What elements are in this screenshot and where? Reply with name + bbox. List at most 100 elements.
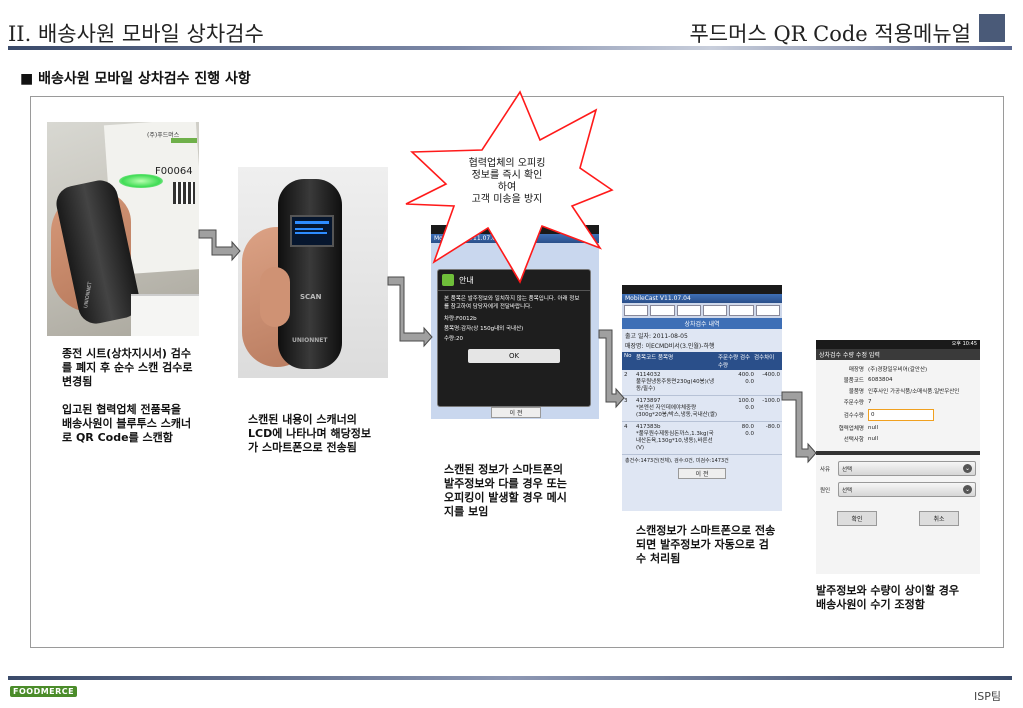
field-label: 협력업체명: [838, 426, 864, 432]
column-header: 주문수량 검수수량: [718, 355, 751, 369]
back-button[interactable]: 이 전: [491, 407, 541, 418]
arrow-step4-to-5: [781, 391, 817, 464]
label-sheet-code: F00064: [155, 166, 193, 177]
dialog-ok-button[interactable]: OK: [468, 349, 560, 363]
field-value: 인후사인 가공식품/소매식품.일반우산인: [868, 389, 960, 395]
label-sheet-stripe: [171, 138, 197, 143]
dialog-vehicle: 차량:F0012b: [444, 316, 477, 322]
toolbar-button[interactable]: [624, 305, 649, 316]
select-value: 선택: [842, 466, 853, 473]
form-select-row: 사유 선택 ⌄: [820, 461, 976, 476]
smartphone-inspection-list: MobileCast V11.07.04 상차검수 내역 출고 일자: 2011…: [622, 285, 782, 511]
label-sheet-company: (주)푸드머스: [147, 132, 180, 139]
callout-line: 하여: [497, 182, 517, 193]
scan-light-glow: [119, 174, 163, 188]
section-header: 상차검수 내역: [622, 318, 782, 329]
confirm-button[interactable]: 확인: [837, 511, 877, 526]
store-name: 매장명: 이ECMD비서(3.인월)-하행: [625, 343, 715, 350]
manual-title: 푸드머스 QR Code 적용메뉴얼: [689, 22, 971, 46]
team-label: ISP팀: [974, 690, 1001, 703]
reason-select[interactable]: 선택 ⌄: [838, 461, 976, 476]
row-code: 4173897: [636, 398, 661, 404]
step5-caption: 발주정보와 수량이 상이할 경우 배송사원이 수기 조정함: [816, 584, 960, 611]
back-button[interactable]: 이 전: [678, 468, 726, 479]
header-divider: [8, 46, 1012, 50]
header-accent-block: [979, 14, 1005, 42]
dialog-qty: 수량:20: [444, 336, 463, 342]
table-row[interactable]: 3 4173897*본엔선 자인데에야체중량 (300g*20봉/박스,냉동,국내…: [622, 396, 782, 422]
field-value: null: [868, 425, 879, 431]
cancel-button[interactable]: 취소: [919, 511, 959, 526]
step1-caption-a: 종전 시트(상차지시서) 검수를 폐지 후 순수 스캔 검수로 변경됨: [62, 347, 193, 388]
table-header: No 품목코드 품목명 주문수량 검수수량 검수차이: [622, 352, 782, 370]
dialog-product: 품목명:감자(상 150g내외 국내산): [444, 326, 524, 332]
row-check-qty: 0.0: [745, 405, 754, 411]
scanner-scanning-photo: (주)푸드머스 F00064 UNIONNET: [47, 122, 199, 336]
arrow-step1-to-2: [198, 229, 241, 262]
page-section-title: II. 배송사원 모바일 상차검수: [8, 22, 264, 46]
status-bar: [622, 285, 782, 294]
reason-select[interactable]: 선택⌄: [838, 482, 976, 497]
toolbar-button[interactable]: [755, 305, 780, 316]
step1-caption-b: 입고된 협력업체 전품목을 배송사원이 블루투스 스캐너로 QR Code를 스…: [62, 403, 192, 444]
row-no: 4: [624, 424, 628, 430]
form-field-row: 물품명 인후사인 가공식품/소매식품.일반우산인: [820, 387, 976, 395]
row-diff: -400.0: [762, 372, 780, 378]
select-label: 원인: [820, 487, 831, 494]
step2-caption: 스캔된 내용이 스캐너의 LCD에 나타나며 해당정보가 스마트폰으로 전송됨: [248, 413, 371, 454]
warning-dialog: 안내 본 품목은 발주정보와 일치하지 않는 품목입니다. 아래 정보를 참고하…: [437, 269, 591, 407]
field-value: null: [868, 436, 879, 442]
toolbar-button[interactable]: [702, 305, 728, 316]
row-diff: -100.0: [762, 398, 780, 404]
status-bar: 오후 10:45: [816, 340, 980, 349]
row-order-qty: 80.0: [741, 424, 754, 430]
summary-footer: 총건수:1473건(전체), 검수:0건, 미검수:1473건: [625, 458, 729, 464]
footer-divider: [8, 676, 1012, 680]
toolbar-button[interactable]: [676, 305, 701, 316]
thumb-shape: [260, 267, 290, 327]
row-code: 417383b: [636, 424, 661, 430]
step3-caption: 스캔된 정보가 스마트폰의 발주정보와 다를 경우 또는 오피킹이 발생할 경우…: [444, 463, 567, 518]
info-icon: [442, 274, 454, 286]
form-select-row: 원인 선택⌄: [820, 482, 976, 497]
field-value: 7: [868, 399, 872, 405]
chevron-down-icon: ⌄: [963, 464, 972, 473]
table-row[interactable]: 4 417383b*풀무원수제동심돈까스,1.3kg(국내산돈육,130g*10,…: [622, 422, 782, 455]
keyboard-edge: [131, 294, 199, 336]
qty-input[interactable]: 0: [868, 409, 934, 421]
row-name: *본엔선 자인데에야체중량 (300g*20봉/박스,냉동,국내산(쌀): [636, 405, 718, 418]
field-label: 매장명: [848, 367, 864, 373]
scanner-device: [278, 179, 342, 369]
scanner-lcd-screen: [290, 215, 334, 247]
toolbar-button[interactable]: [650, 305, 675, 316]
dialog-message: 본 품목은 발주정보와 일치하지 않는 품목입니다. 아래 정보를 참고하여 담…: [444, 296, 580, 310]
field-label: 물품코드: [843, 378, 864, 384]
arrow-step3-to-4: [598, 329, 625, 409]
select-value: 선택: [842, 487, 853, 494]
foodmerce-logo: FOODMERCE: [10, 686, 78, 697]
status-time: 오후 10:45: [951, 341, 977, 347]
row-diff: -80.0: [765, 424, 780, 430]
column-header: No: [624, 353, 632, 359]
toolbar: [622, 303, 782, 318]
arrow-step2-to-3: [387, 276, 433, 348]
dialog-title: 안내: [459, 275, 474, 285]
row-no: 3: [624, 398, 628, 404]
smartphone-qty-edit-form: 오후 10:45 상차검수 수량 수정 입력 매장명(주)경향일우비어(갈안산)…: [816, 340, 980, 574]
callout-line: 협력업체의 오피킹: [468, 158, 546, 169]
form-field-row: 협력업체명 null: [820, 424, 976, 432]
select-label: 사유: [820, 466, 831, 473]
callout-line: 정보를 즉시 확인: [471, 170, 543, 181]
toolbar-button[interactable]: [729, 305, 754, 316]
column-header: 품목코드 품목명: [636, 355, 674, 361]
row-name: *풀무원수제동심돈까스,1.3kg(국내산돈육,130g*10,냉동),바른선(…: [636, 431, 714, 451]
scanner-brand-label: UNIONNET: [292, 337, 328, 344]
field-label: 물품명: [848, 389, 864, 395]
starburst-shape: [405, 90, 614, 284]
